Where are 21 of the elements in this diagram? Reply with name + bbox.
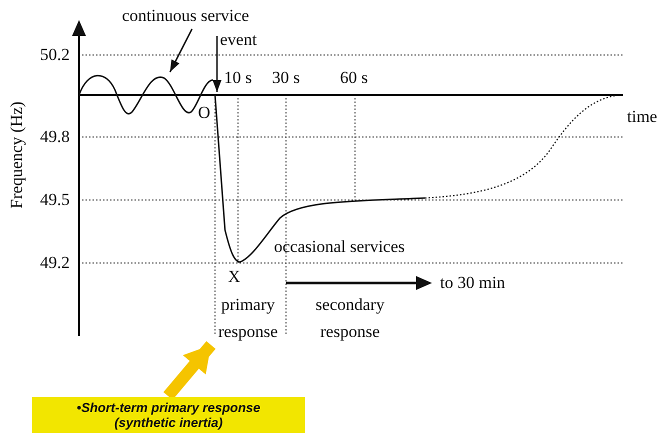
annotation-label: event [220, 30, 257, 50]
axis-title: Frequency (Hz) [7, 101, 27, 209]
tick-label: 49.5 [40, 190, 70, 210]
annotation-label: continuous service [122, 6, 249, 26]
tick-label: 60 s [340, 68, 368, 88]
block-arrow [163, 341, 216, 400]
region-label: primary response [210, 291, 286, 345]
tick-label: 50.2 [40, 45, 70, 65]
duration-label: to 30 min [440, 273, 506, 293]
tick-label: 30 s [272, 68, 300, 88]
leader-line [169, 28, 193, 72]
leader-line [212, 36, 222, 92]
point-label: O [198, 103, 210, 123]
tick-label: 10 s [224, 68, 252, 88]
axis-title: time [627, 107, 658, 127]
region-label: secondary response [314, 294, 386, 343]
tick-label: 49.8 [40, 127, 70, 147]
tick-label: 49.2 [40, 253, 70, 273]
region-label: occasional services [274, 237, 405, 257]
point-label: X [228, 267, 240, 287]
note-box: •Short-term primary response (synthetic inertia) [32, 397, 305, 433]
